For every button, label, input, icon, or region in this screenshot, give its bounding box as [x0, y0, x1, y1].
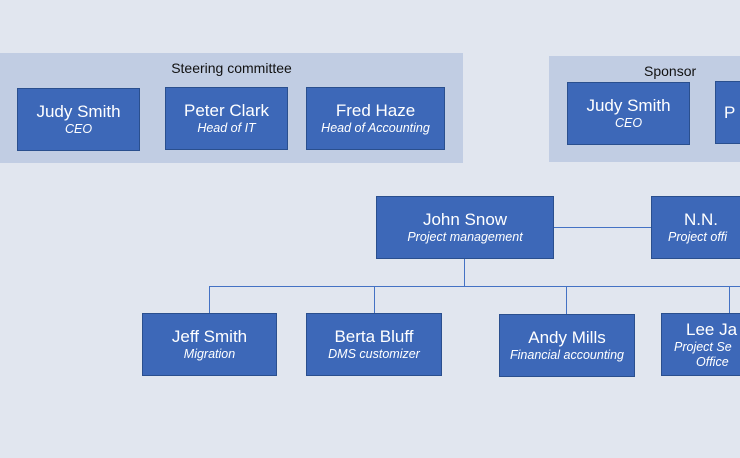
connector: [566, 286, 567, 314]
org-node-peter-clark[interactable]: Peter Clark Head of IT: [165, 87, 288, 150]
node-role: Project offi: [668, 230, 728, 244]
connector: [209, 286, 210, 313]
node-name: Peter Clark: [183, 101, 270, 120]
node-role: Head of Accounting: [321, 121, 430, 135]
connector: [209, 286, 740, 287]
node-role: Financial accounting: [510, 348, 624, 362]
node-name: P: [724, 102, 736, 122]
node-name: Jeff Smith: [171, 327, 248, 346]
node-role-line2: Office: [696, 354, 729, 369]
connector: [553, 227, 651, 228]
connector: [729, 286, 730, 313]
node-name: Lee Ja: [686, 319, 738, 339]
node-role: DMS customizer: [328, 347, 420, 361]
node-name: Judy Smith: [586, 96, 671, 115]
node-role: Migration: [183, 347, 236, 361]
org-node-sponsor-2[interactable]: P: [715, 81, 740, 144]
org-node-jeff-smith[interactable]: Jeff Smith Migration: [142, 313, 277, 376]
org-node-lee[interactable]: Lee Ja Project Se Office: [661, 313, 740, 376]
sponsor-title: Sponsor: [644, 63, 697, 79]
connector: [464, 258, 465, 286]
org-node-sponsor-judy-smith[interactable]: Judy Smith CEO: [567, 82, 690, 145]
org-node-berta-bluff[interactable]: Berta Bluff DMS customizer: [306, 313, 442, 376]
org-node-andy-mills[interactable]: Andy Mills Financial accounting: [499, 314, 635, 377]
node-role: Project management: [407, 230, 523, 244]
node-role: Head of IT: [197, 121, 256, 135]
node-name: Andy Mills: [528, 328, 606, 347]
node-name: Berta Bluff: [334, 327, 414, 346]
node-role: Project Se: [674, 339, 732, 354]
node-name: N.N.: [684, 210, 718, 229]
node-name: Judy Smith: [36, 102, 121, 121]
node-name: Fred Haze: [335, 101, 416, 120]
connector: [374, 286, 375, 313]
org-node-fred-haze[interactable]: Fred Haze Head of Accounting: [306, 87, 445, 150]
node-role: CEO: [64, 122, 93, 136]
org-node-nn[interactable]: N.N. Project offi: [651, 196, 740, 259]
org-node-judy-smith[interactable]: Judy Smith CEO: [17, 88, 140, 151]
node-name: John Snow: [422, 210, 508, 229]
steering-committee-title: Steering committee: [171, 60, 292, 76]
node-role: CEO: [614, 116, 643, 130]
org-node-john-snow[interactable]: John Snow Project management: [376, 196, 554, 259]
